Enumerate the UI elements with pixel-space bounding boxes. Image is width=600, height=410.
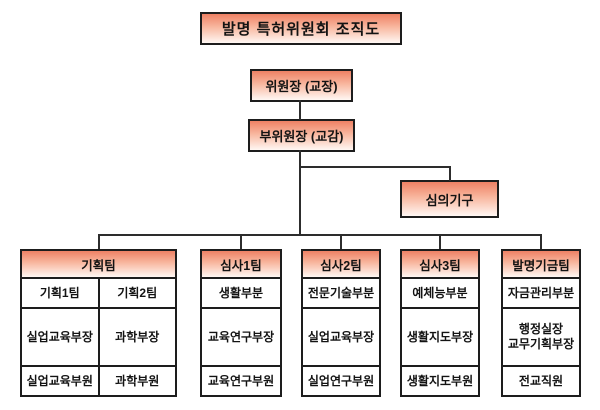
connector-chairman-vice [299, 100, 301, 120]
connector-stub-team3 [340, 234, 342, 250]
table-cell: 생활지도부원 [402, 367, 478, 395]
table-cell: 생활부분 [202, 279, 280, 307]
team-section-review3: 심사3팀 예체능부분 생활지도부장 생활지도부원 [400, 249, 480, 397]
team-table: 생활부분 교육연구부장 교육연구부원 [200, 277, 282, 397]
team-section-planning: 기획팀 기획1팀 기획2팀 실업교육부장 과학부장 실업교육부원 과학부원 [20, 249, 177, 397]
table-cell: 과학부원 [99, 367, 175, 395]
table-cell: 실업연구부원 [303, 367, 379, 395]
team-section-review1: 심사1팀 생활부분 교육연구부장 교육연구부원 [200, 249, 282, 397]
table-cell: 실업교육부장 [303, 309, 379, 365]
team-header: 심사3팀 [400, 249, 480, 279]
team-table: 전문기술부분 실업교육부장 실업연구부원 [301, 277, 381, 397]
table-cell: 기획2팀 [99, 279, 175, 307]
team-header: 발명기금팀 [501, 249, 581, 279]
connector-branch-horizontal [300, 166, 451, 168]
table-cell: 실업교육부원 [22, 367, 98, 395]
vice-chairman-box: 부위원장 (교감) [248, 119, 355, 152]
team-header: 기획팀 [20, 249, 177, 279]
team-section-review2: 심사2팀 전문기술부분 실업교육부장 실업연구부원 [301, 249, 381, 397]
table-cell: 기획1팀 [22, 279, 98, 307]
table-cell: 실업교육부장 [22, 309, 98, 365]
table-cell: 전문기술부분 [303, 279, 379, 307]
team-table: 예체능부분 생활지도부장 생활지도부원 [400, 277, 480, 397]
connector-stub-team5 [540, 234, 542, 250]
team-table: 기획1팀 기획2팀 실업교육부장 과학부장 실업교육부원 과학부원 [20, 277, 177, 397]
table-cell: 자금관리부분 [503, 279, 579, 307]
deliberation-box: 심의기구 [400, 180, 499, 218]
team-section-fund: 발명기금팀 자금관리부분 행정실장 교무기획부장 전교직원 [501, 249, 581, 397]
team-header: 심사2팀 [301, 249, 381, 279]
table-cell: 과학부장 [99, 309, 175, 365]
connector-stub-team1 [98, 234, 100, 250]
table-cell: 교육연구부원 [202, 367, 280, 395]
table-cell: 전교직원 [503, 367, 579, 395]
table-cell: 교육연구부장 [202, 309, 280, 365]
connector-stub-team4 [439, 234, 441, 250]
connector-teams-horizontal [98, 234, 542, 236]
connector-branch-deliberation [449, 166, 451, 181]
table-cell: 예체능부분 [402, 279, 478, 307]
table-cell: 생활지도부장 [402, 309, 478, 365]
connector-stub-team2 [240, 234, 242, 250]
team-table: 자금관리부분 행정실장 교무기획부장 전교직원 [501, 277, 581, 397]
chairman-box: 위원장 (교장) [250, 69, 353, 102]
table-cell: 행정실장 교무기획부장 [503, 309, 579, 365]
chart-title: 발명 특허위원회 조직도 [200, 12, 402, 45]
team-header: 심사1팀 [200, 249, 282, 279]
connector-vice-teams [299, 150, 301, 236]
